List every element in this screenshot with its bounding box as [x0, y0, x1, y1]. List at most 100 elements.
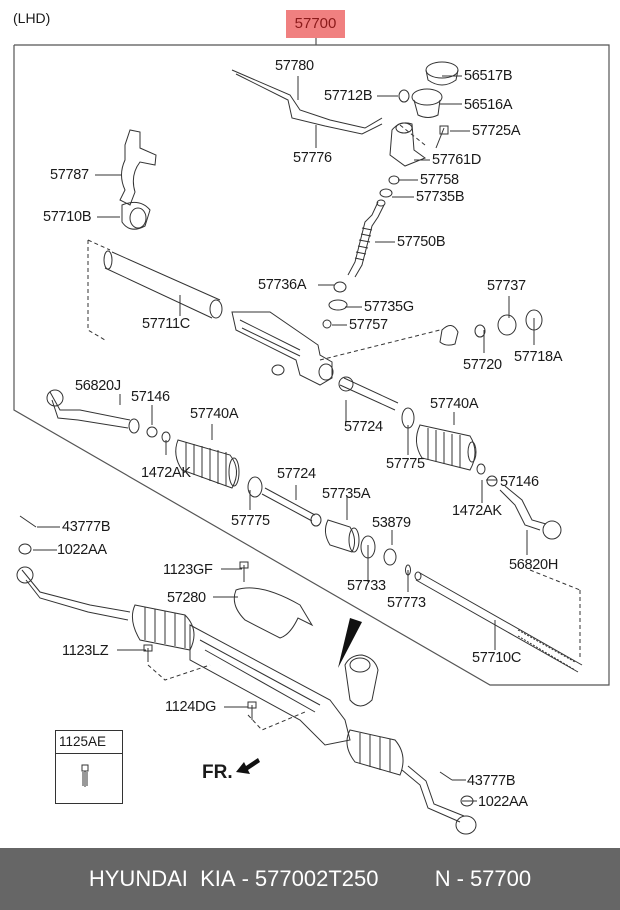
part-57735B [379, 188, 393, 198]
part-57757 [322, 319, 332, 329]
part-label[interactable]: 1022AA [57, 542, 107, 558]
part-lower-tie-rod-left [21, 569, 131, 621]
part-57146-left [146, 426, 158, 438]
part-label[interactable]: 57280 [167, 590, 206, 606]
part-label[interactable]: 1123LZ [62, 643, 109, 659]
part-1022AA-right [460, 795, 474, 807]
part-label[interactable]: 53879 [372, 515, 411, 531]
part-label[interactable]: 57780 [275, 58, 314, 74]
part-1123LZ [143, 644, 153, 662]
part-label[interactable]: 1472AK [452, 503, 502, 519]
part-label[interactable]: 57775 [386, 456, 425, 472]
part-label[interactable]: 43777B [467, 773, 516, 789]
part-label[interactable]: 57758 [420, 172, 459, 188]
part-label[interactable]: 57740A [430, 396, 479, 412]
part-label[interactable]: 56517B [464, 68, 513, 84]
footer-n-label: N [434, 866, 451, 891]
part-label[interactable]: 57724 [344, 419, 383, 435]
pipe-57776 [235, 73, 383, 135]
part-57712B [398, 89, 410, 103]
part-57724-left [261, 487, 316, 522]
part-57736A [333, 281, 347, 293]
part-57280 [233, 587, 314, 639]
part-label[interactable]: 57712B [324, 88, 373, 104]
part-label[interactable]: 57735G [364, 299, 414, 315]
part-1123GF [239, 561, 249, 582]
part-label[interactable]: 1472AK [141, 465, 191, 481]
part-label[interactable]: 57750B [397, 234, 446, 250]
part-label[interactable]: 56820H [509, 557, 558, 573]
part-label[interactable]: 57761D [432, 152, 481, 168]
assembly-part-number[interactable]: 57700 [286, 10, 345, 38]
part-1472AK-right [476, 463, 486, 475]
part-57733 [360, 535, 376, 559]
leader-lines [33, 75, 535, 802]
part-57724-upper [339, 377, 399, 411]
part-label[interactable]: 57773 [387, 595, 426, 611]
pipe-57780 [231, 69, 383, 129]
part-label[interactable]: 57146 [131, 389, 170, 405]
part-label[interactable]: 1124DG [165, 699, 217, 715]
part-label[interactable]: 57757 [349, 317, 388, 333]
variant-label: (LHD) [13, 10, 51, 26]
part-label[interactable]: 57740A [190, 406, 239, 422]
part-56820H [499, 485, 547, 531]
part-43777B-left [19, 515, 37, 528]
part-label[interactable]: 57710B [43, 209, 92, 225]
part-57735A [324, 519, 356, 553]
part-57735G [328, 299, 348, 311]
inset-part-number: 1125AE [56, 731, 122, 754]
footer-separator: - [241, 866, 249, 891]
part-53879 [383, 548, 397, 566]
part-57720 [474, 324, 486, 338]
part-1472AK-left [161, 431, 171, 443]
part-label[interactable]: 57736A [258, 277, 307, 293]
part-57773 [405, 564, 411, 576]
part-label[interactable]: 57776 [293, 150, 332, 166]
part-57710C [415, 572, 583, 673]
part-57750B [347, 201, 385, 278]
footer-oem-number: 577002T250 [254, 866, 379, 891]
footer-n-separator: - [456, 866, 464, 891]
part-1022AA-left [18, 543, 32, 555]
part-57725A [435, 125, 449, 149]
part-label[interactable]: 57720 [463, 357, 502, 373]
part-label[interactable]: 57735B [416, 189, 465, 205]
part-57146-right [486, 475, 498, 487]
part-57711C [104, 251, 221, 319]
part-rack-cap [439, 325, 459, 346]
part-label[interactable]: 57735A [322, 486, 371, 502]
part-label[interactable]: 56820J [75, 378, 121, 394]
part-label[interactable]: 57724 [277, 466, 316, 482]
part-label[interactable]: 56516A [464, 97, 513, 113]
part-label[interactable]: 43777B [62, 519, 111, 535]
part-label[interactable]: 1022AA [478, 794, 528, 810]
front-direction-label: FR. [202, 762, 233, 783]
part-56820J [49, 391, 131, 429]
part-57787 [119, 129, 157, 206]
part-57737 [497, 314, 517, 336]
part-label[interactable]: 57737 [487, 278, 526, 294]
part-57775-right [401, 407, 415, 429]
part-label[interactable]: 57775 [231, 513, 270, 529]
part-rack-housing [231, 311, 333, 386]
part-lower-boot-right [346, 729, 404, 776]
part-lower-rack-housing [189, 624, 351, 746]
assembly-outline [13, 38, 610, 686]
inset-part-box[interactable]: 1125AE [55, 730, 123, 804]
part-label[interactable]: 57146 [500, 474, 539, 490]
dashed-guides [87, 124, 581, 731]
part-label[interactable]: 57733 [347, 578, 386, 594]
part-57758 [388, 175, 400, 185]
part-label[interactable]: 57711C [142, 316, 190, 332]
part-label[interactable]: 57710C [472, 650, 521, 666]
bolt-icon [81, 764, 89, 787]
part-label[interactable]: 1123GF [163, 562, 213, 578]
part-label[interactable]: 57787 [50, 167, 89, 183]
part-57710B [121, 201, 151, 230]
part-57740A-left [175, 439, 237, 489]
part-57718A [525, 309, 543, 331]
part-57740A-right [416, 424, 476, 471]
part-label[interactable]: 57725A [472, 123, 521, 139]
part-label[interactable]: 57718A [514, 349, 563, 365]
